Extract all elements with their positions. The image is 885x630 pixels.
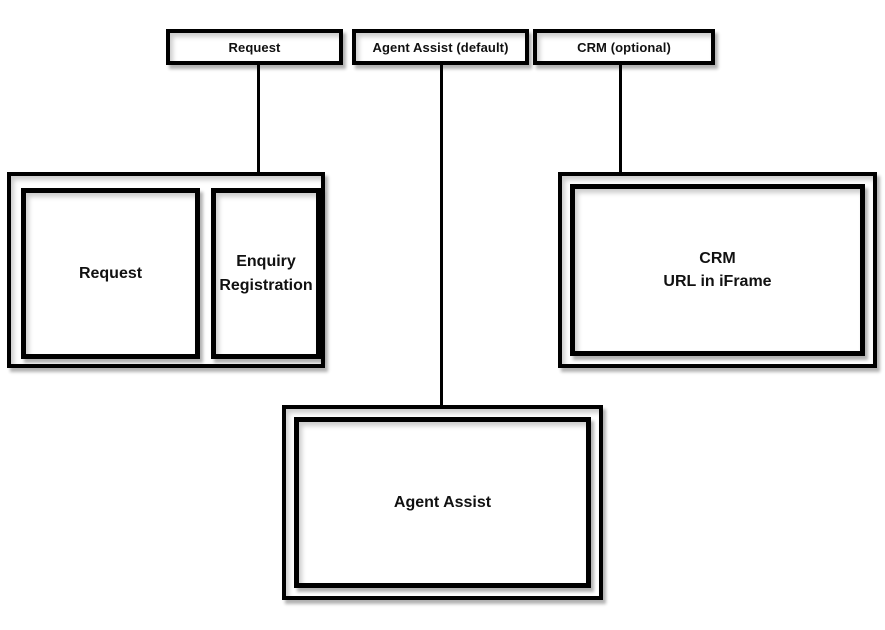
tab-agent-assist: Agent Assist (default) [352,29,529,65]
crm-panel: CRM URL in iFrame [558,172,877,368]
request-box: Request [21,188,200,359]
tab-request: Request [166,29,343,65]
request-box-label: Request [78,264,143,282]
crm-iframe-label: CRM URL in iFrame [663,247,771,293]
tab-request-label: Request [228,39,281,55]
enquiry-registration-label: Enquiry Registration [219,253,313,294]
crm-label-line2: URL in iFrame [663,273,772,290]
connector-agent-assist-line [440,62,443,407]
connector-request-line [257,62,260,174]
tab-agent-assist-label: Agent Assist (default) [372,39,509,55]
agent-assist-box: Agent Assist [294,417,591,588]
crm-iframe-box: CRM URL in iFrame [570,184,865,356]
crm-label-line1: CRM [699,249,736,267]
tab-crm: CRM (optional) [533,29,715,65]
agent-assist-label: Agent Assist [393,493,492,511]
enquiry-registration-box: Enquiry Registration [211,188,321,359]
tab-crm-label: CRM (optional) [577,39,671,55]
connector-crm-line [619,62,622,174]
agent-assist-panel: Agent Assist [282,405,603,600]
request-panel: Request Enquiry Registration [7,172,325,368]
